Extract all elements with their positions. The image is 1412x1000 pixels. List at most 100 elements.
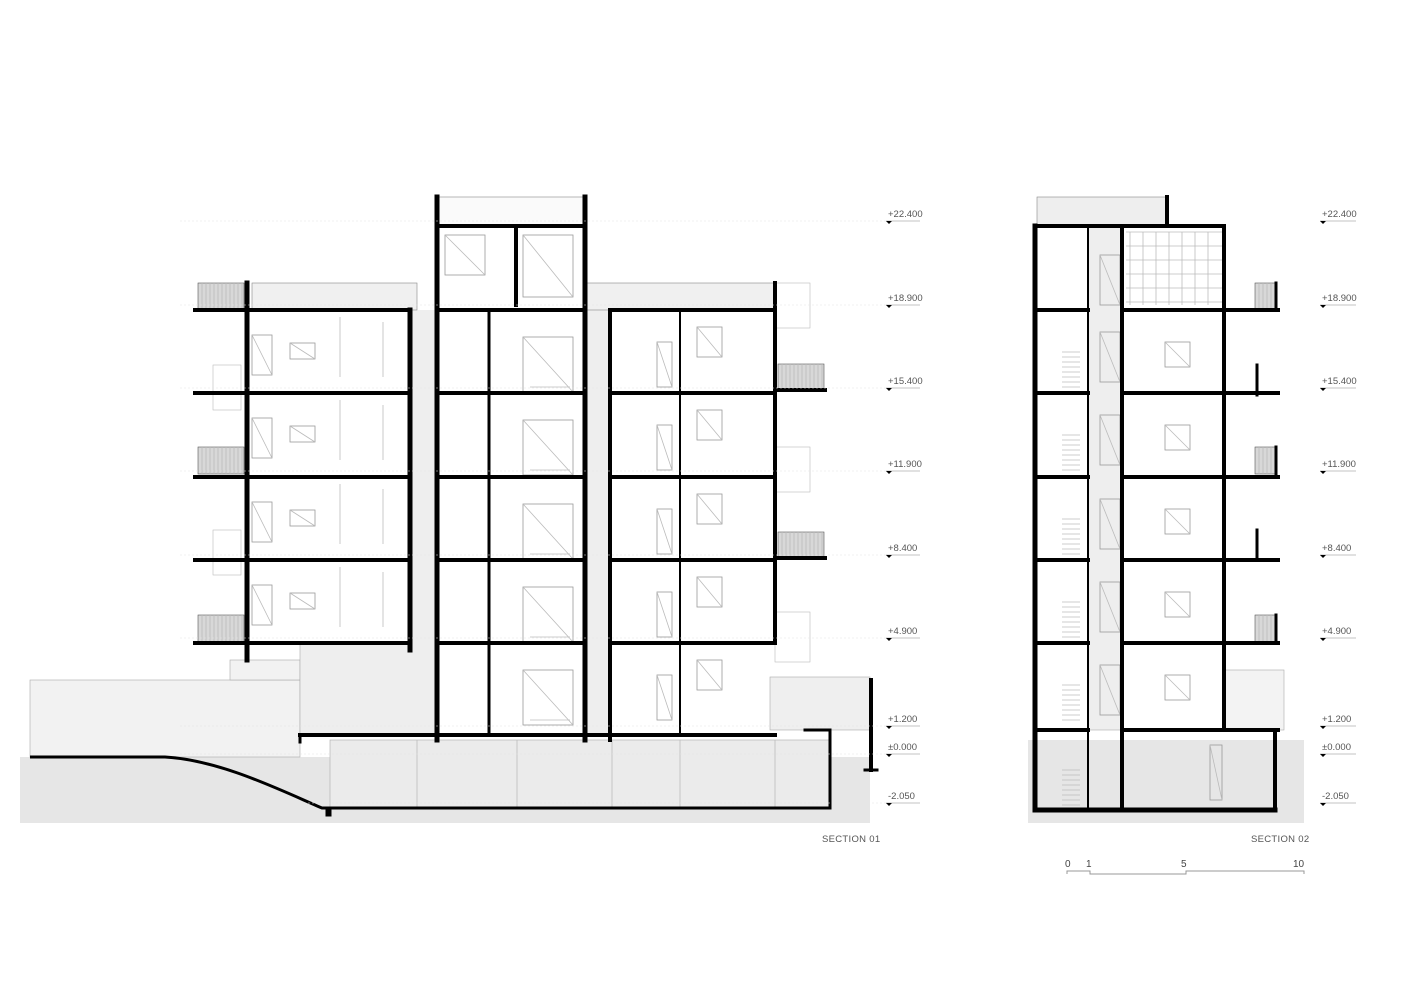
window [251, 584, 273, 626]
window-line [1099, 414, 1121, 466]
window [656, 424, 673, 471]
level-arrow-icon [1320, 388, 1326, 391]
window-line [1099, 254, 1121, 306]
window-line [1164, 591, 1191, 618]
balcony-railing [777, 363, 825, 391]
window [251, 417, 273, 459]
window [656, 508, 673, 555]
level-label: +22.400 [1322, 209, 1357, 220]
window-line [251, 334, 273, 376]
terrace [29, 679, 301, 758]
roof-terrace [251, 282, 418, 311]
roof-parapet [584, 282, 776, 311]
window [656, 341, 673, 388]
window-line [522, 234, 574, 298]
window-line [1164, 341, 1191, 368]
level-arrow-icon [886, 221, 892, 224]
balcony-railing [1254, 282, 1278, 311]
window [696, 326, 723, 358]
circulation-left [410, 310, 437, 735]
window-line [522, 586, 574, 643]
thin-lines [201, 231, 1276, 808]
section-02-title: SECTION 02 [1251, 834, 1309, 845]
scale-tick-1: 1 [1086, 859, 1092, 870]
level-label: -2.050 [888, 791, 915, 802]
level-label: +4.900 [1322, 626, 1351, 637]
window-line [1164, 424, 1191, 451]
level-arrow-icon [886, 754, 892, 757]
scale-tick-0: 0 [1065, 859, 1071, 870]
window-line [656, 674, 673, 721]
level-markers: +22.400+22.400+18.900+18.900+15.400+15.4… [180, 209, 1357, 806]
window [696, 576, 723, 608]
circulation-right [585, 283, 610, 735]
window-line [696, 659, 723, 691]
level-label: +15.400 [888, 376, 923, 387]
level-label: +1.200 [888, 714, 917, 725]
level-arrow-icon [1320, 221, 1326, 224]
window [1164, 341, 1191, 368]
window-line [1164, 674, 1191, 701]
level-arrow-icon [1320, 638, 1326, 641]
steps [229, 659, 301, 681]
window [1164, 674, 1191, 701]
window-line [289, 342, 316, 360]
window-line [696, 493, 723, 525]
section-01-title: SECTION 01 [822, 834, 880, 845]
level-arrow-icon [1320, 803, 1326, 806]
window-line [696, 576, 723, 608]
window [1164, 591, 1191, 618]
level-label: +22.400 [888, 209, 923, 220]
level-arrow-icon [886, 555, 892, 558]
window-line [656, 508, 673, 555]
window-line [1099, 498, 1121, 550]
level-arrow-icon [1320, 754, 1326, 757]
level-label: +8.400 [1322, 543, 1351, 554]
level-arrow-icon [886, 388, 892, 391]
level-label: +15.400 [1322, 376, 1357, 387]
side-box [774, 611, 811, 663]
side-wall [769, 676, 871, 731]
basement [329, 739, 831, 809]
level-label: +11.900 [888, 459, 922, 470]
side-box [774, 282, 811, 329]
window-line [522, 336, 574, 393]
balcony-railing [197, 446, 245, 475]
elevator-shaft [1087, 225, 1123, 731]
window-line [289, 509, 316, 527]
window-line [696, 409, 723, 441]
level-arrow-icon [886, 471, 892, 474]
balcony-door [212, 364, 242, 411]
window [696, 659, 723, 691]
level-label: +18.900 [888, 293, 923, 304]
window-line [656, 341, 673, 388]
balcony-railing [1254, 614, 1278, 643]
window [696, 409, 723, 441]
structure [30, 194, 1280, 817]
window [444, 234, 486, 276]
window [656, 674, 673, 721]
roof-box [1036, 196, 1168, 227]
window-line [522, 669, 574, 726]
window-line [1099, 331, 1121, 383]
window [1164, 424, 1191, 451]
window [289, 592, 316, 610]
window [1164, 508, 1191, 535]
window-line [522, 503, 574, 560]
window-line [1164, 508, 1191, 535]
level-arrow-icon [886, 638, 892, 641]
level-arrow-icon [1320, 471, 1326, 474]
window-line [1209, 744, 1223, 801]
window-line [251, 417, 273, 459]
window-line [444, 234, 486, 276]
window [251, 334, 273, 376]
scale-tick-10: 10 [1293, 859, 1305, 870]
window-line [1099, 664, 1121, 716]
window-line [696, 326, 723, 358]
window [289, 425, 316, 443]
balcony-door [212, 529, 242, 576]
window-line [656, 591, 673, 638]
window-line [289, 425, 316, 443]
window-line [251, 584, 273, 626]
